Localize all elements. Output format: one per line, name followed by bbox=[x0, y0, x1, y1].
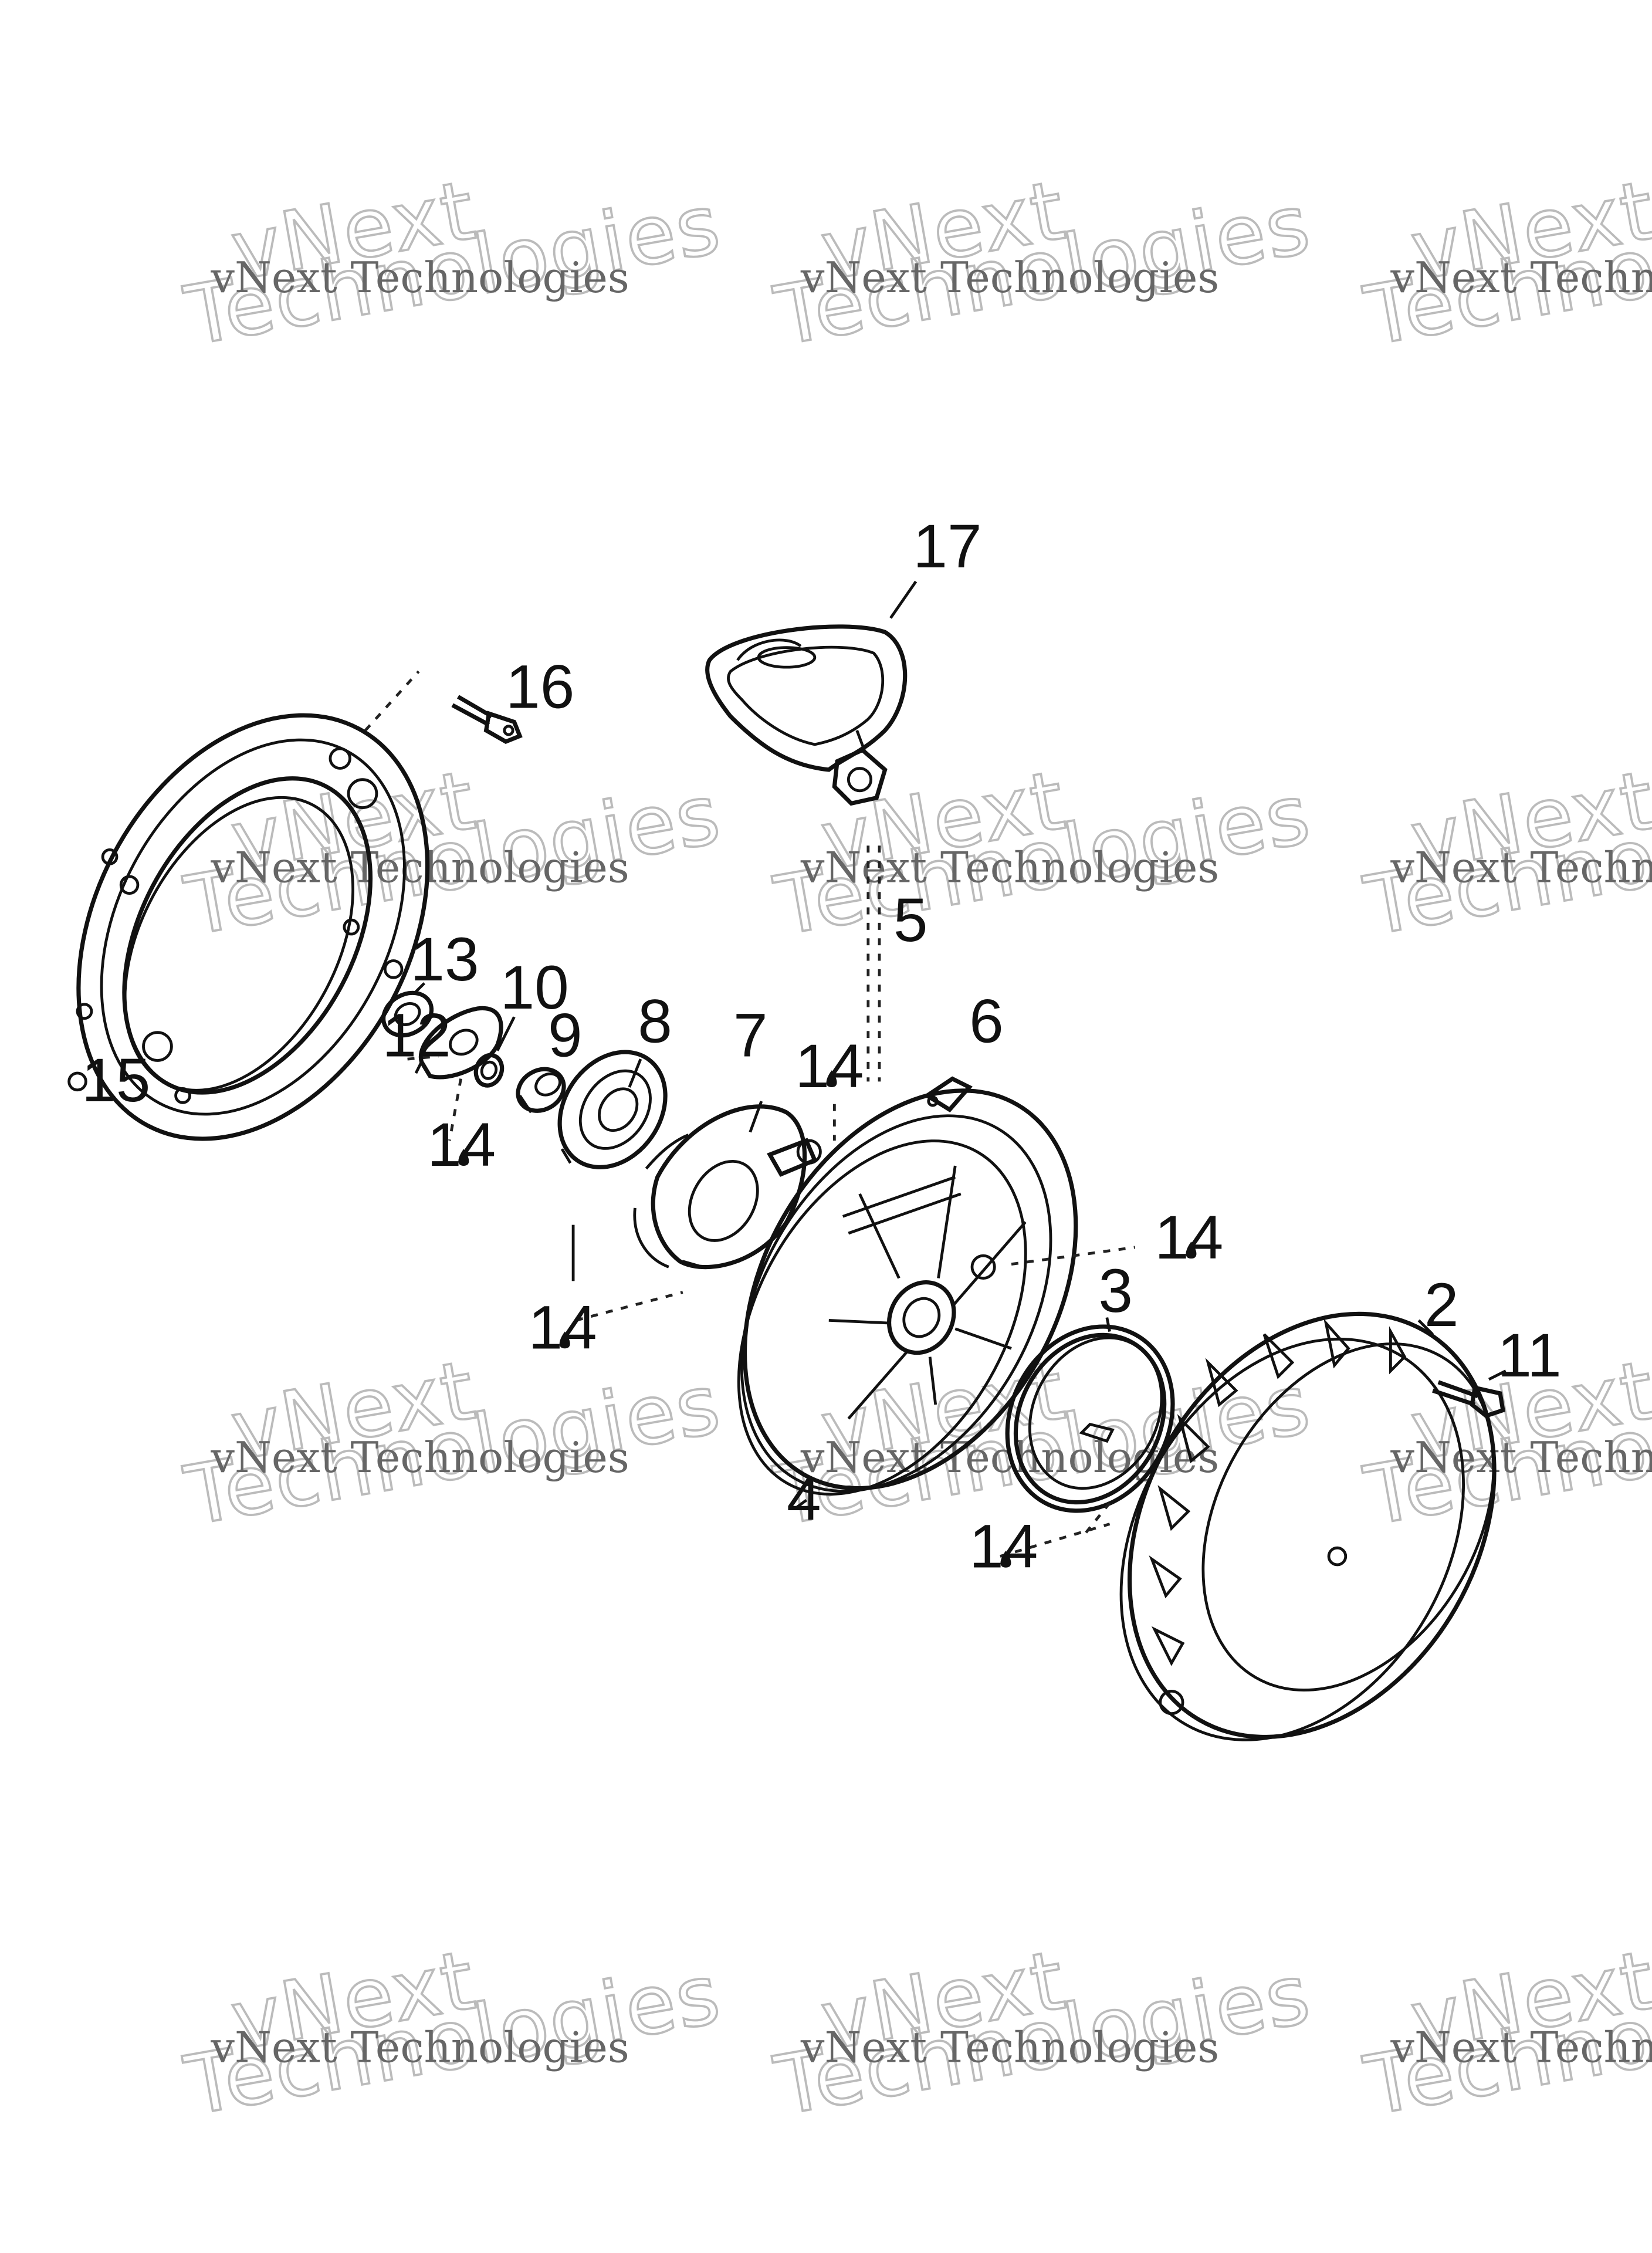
callout-14: 14 bbox=[1155, 1203, 1223, 1272]
leader-14-bottom bbox=[1000, 1523, 1111, 1558]
nut-13-part bbox=[381, 982, 434, 1038]
watermark-text: vNext Technologies bbox=[1390, 843, 1652, 892]
callout-14: 14 bbox=[528, 1293, 597, 1362]
callout-13: 13 bbox=[410, 925, 479, 994]
watermark-text: vNext Technologies bbox=[800, 2022, 1219, 2072]
pawl-6-part bbox=[923, 1076, 973, 1112]
cover-2-part bbox=[1119, 1311, 1497, 1741]
callout-17: 17 bbox=[913, 512, 981, 581]
oil-drop-icon bbox=[458, 1149, 469, 1166]
callout-7: 7 bbox=[733, 1001, 768, 1070]
screw-16-part bbox=[451, 695, 523, 745]
oil-drop-icon bbox=[1186, 1241, 1197, 1259]
oil-drop-icon bbox=[1000, 1550, 1011, 1568]
callout-11: 11 bbox=[1497, 1321, 1561, 1390]
starter-handle-part bbox=[705, 624, 908, 806]
callout-4: 4 bbox=[787, 1464, 821, 1533]
callout-2: 2 bbox=[1424, 1271, 1459, 1339]
housing-15-part bbox=[67, 670, 430, 1141]
watermark-text: vNext Technologies bbox=[210, 1433, 629, 1482]
callout-14: 14 bbox=[427, 1111, 496, 1179]
screw-11-part bbox=[1432, 1369, 1507, 1419]
plate-12-part bbox=[414, 1006, 503, 1080]
spring-8-part bbox=[557, 1050, 668, 1281]
bushing-9-part bbox=[516, 1067, 566, 1114]
callout-15: 15 bbox=[82, 1046, 150, 1115]
watermark-text: vNext Technologies bbox=[1390, 253, 1652, 302]
watermark-text: vNext Technologies bbox=[210, 843, 629, 892]
callout-14: 14 bbox=[795, 1032, 864, 1101]
watermark-text: vNext Technologies bbox=[1390, 2022, 1652, 2072]
leader-14-right bbox=[1011, 1246, 1136, 1266]
callout-16: 16 bbox=[506, 653, 574, 722]
leader-12 bbox=[407, 1054, 439, 1061]
callout-6: 6 bbox=[969, 987, 1004, 1056]
watermark-text: vNext Technologies bbox=[800, 253, 1219, 302]
callout-10: 10 bbox=[500, 953, 569, 1022]
watermark-text: vNext Technologies bbox=[210, 2022, 629, 2072]
callout-12: 12 bbox=[382, 1001, 451, 1070]
cam-7-part bbox=[633, 1101, 822, 1270]
washer-10-part bbox=[473, 1016, 516, 1088]
callout-3: 3 bbox=[1098, 1257, 1133, 1325]
callout-5: 5 bbox=[893, 886, 928, 955]
oil-drop-icon bbox=[826, 1070, 837, 1087]
leader-14-bottom-left bbox=[576, 1291, 683, 1322]
watermark-text: vNext Technologies bbox=[1390, 1433, 1652, 1482]
watermark-text: vNext Technologies bbox=[800, 843, 1219, 892]
pulley-4-part bbox=[737, 1088, 1078, 1510]
callout-14: 14 bbox=[969, 1513, 1038, 1581]
leader-14-left bbox=[448, 1078, 462, 1141]
callout-9: 9 bbox=[548, 1001, 583, 1070]
oil-drop-icon bbox=[559, 1331, 570, 1349]
leader-17 bbox=[889, 580, 918, 619]
watermark-text: vNext Technologies bbox=[210, 253, 629, 302]
callout-8: 8 bbox=[638, 987, 672, 1056]
